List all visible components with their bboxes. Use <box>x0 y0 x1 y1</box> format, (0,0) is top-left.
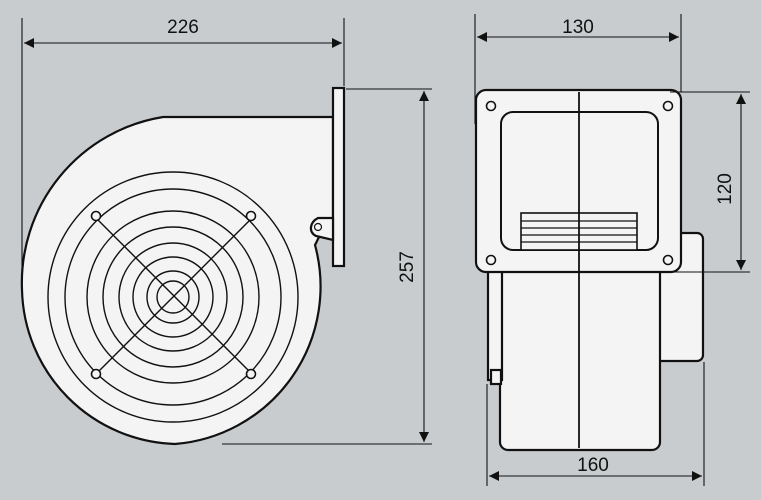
dimension-width-side: 226 <box>21 17 345 290</box>
dimension-label-130: 130 <box>562 17 594 38</box>
dimension-height-side: 257 <box>222 88 432 445</box>
bracket-clip <box>489 368 503 386</box>
dimension-flange-height: 120 <box>670 91 750 273</box>
dimension-width-front-bottom: 160 <box>486 362 705 486</box>
dimension-label-226: 226 <box>167 17 199 38</box>
front-view: 130 120 160 <box>474 14 750 486</box>
inlet-grille <box>47 171 299 423</box>
dimension-label-257: 257 <box>397 251 418 283</box>
dimension-label-160: 160 <box>577 455 609 476</box>
grille-screw-holes <box>90 210 257 380</box>
mounting-hole <box>313 222 323 232</box>
housing-body <box>498 246 662 452</box>
dimension-label-120: 120 <box>715 173 736 205</box>
scroll-housing <box>20 115 335 446</box>
flange-screw-holes <box>485 100 674 266</box>
dimension-width-front-top: 130 <box>474 14 682 124</box>
side-bracket <box>486 266 504 382</box>
outlet-flange <box>331 86 346 268</box>
side-view: 226 257 <box>20 17 432 446</box>
